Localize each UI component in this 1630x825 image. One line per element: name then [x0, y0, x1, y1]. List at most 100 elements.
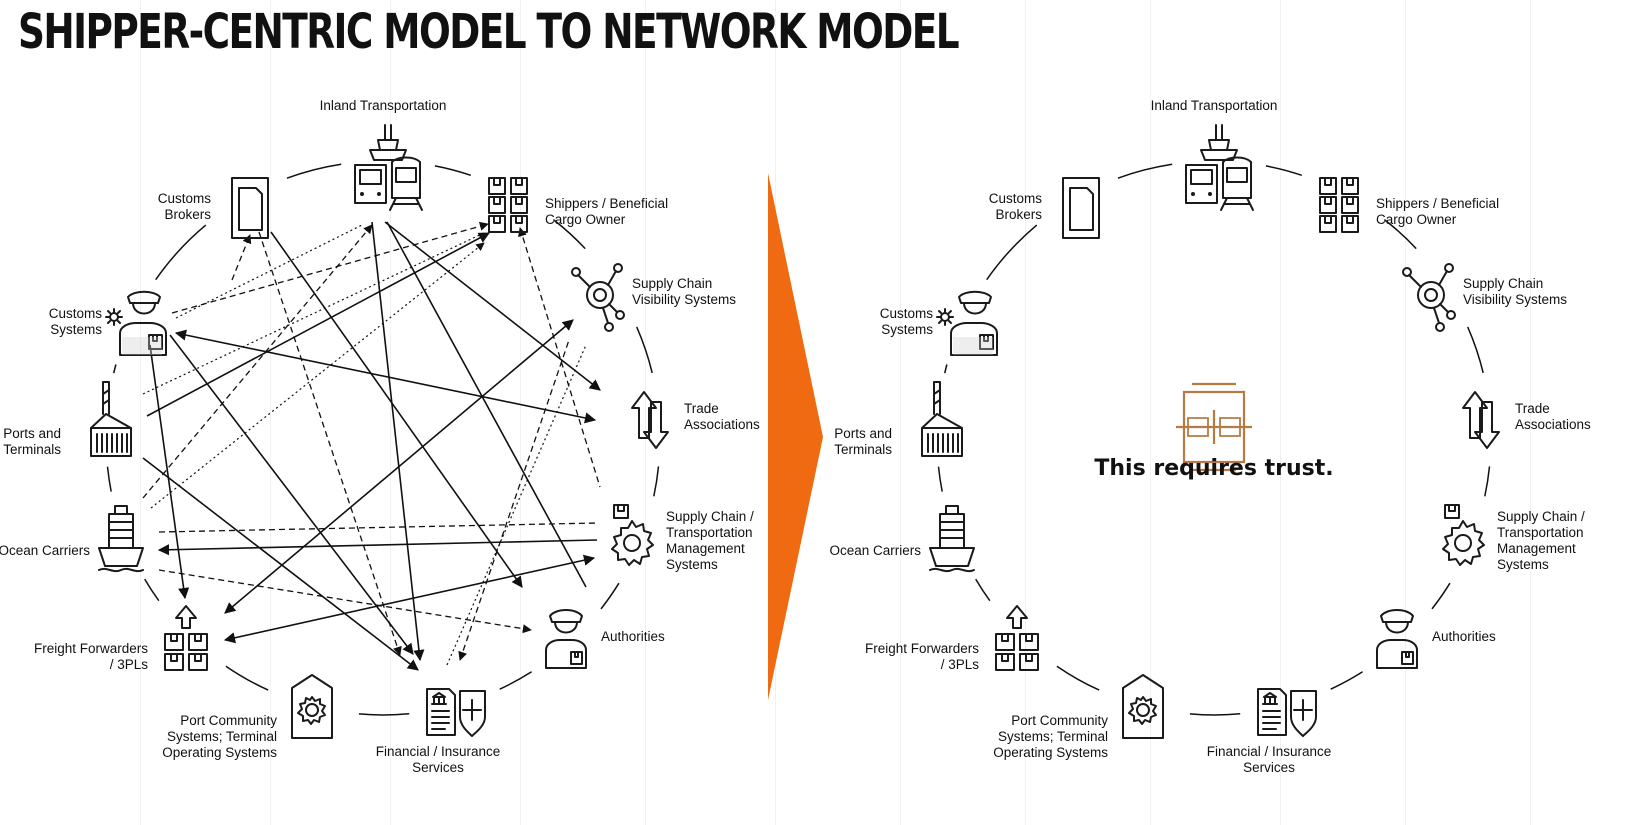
node-label: Ocean Carriers — [0, 543, 90, 558]
document-shield-icon — [426, 688, 486, 737]
up-down-arrows-icon — [1462, 391, 1500, 449]
customs-officer-gear-icon — [105, 290, 167, 356]
ring-arc-left — [286, 163, 342, 179]
ring-arc-right — [975, 578, 991, 602]
network-grid-icon-inner — [1187, 417, 1241, 437]
boxes-icon — [488, 177, 528, 233]
ring-arc-left — [552, 219, 586, 250]
node-authorities-left: Authorities — [545, 609, 665, 669]
node-inland-left: Inland Transportation — [320, 98, 447, 211]
page-title: SHIPPER-CENTRIC MODEL TO NETWORK MODEL — [18, 4, 960, 60]
node-label: Freight Forwarders/ 3PLs — [34, 641, 148, 672]
boxes-arrow-icon — [164, 605, 208, 671]
gear-tag-icon — [291, 674, 333, 739]
ring-arc-left — [155, 224, 207, 281]
crane-container-icon — [921, 381, 963, 457]
officer-icon — [1376, 609, 1418, 669]
ring-arc-left — [653, 466, 660, 497]
ring-arc-left — [225, 665, 269, 691]
ring-arc-left — [600, 582, 620, 610]
trust-message: This requires trust. — [1094, 456, 1333, 481]
network-grid-icon — [1176, 382, 1252, 472]
ring-arc-left — [106, 466, 112, 492]
ring-arc-right — [943, 364, 948, 374]
document-icon — [231, 177, 269, 239]
ship-train-truck-icon — [354, 124, 423, 211]
ring-arc-left — [636, 326, 653, 374]
ring-arc-left — [434, 165, 472, 177]
ring-arc-right — [1467, 326, 1484, 374]
network-magnifier-icon — [1402, 263, 1456, 332]
officer-icon — [545, 609, 587, 669]
node-freight-left: Freight Forwarders/ 3PLs — [34, 605, 208, 672]
ring-arc-right — [986, 224, 1038, 281]
left-dashed-connections — [142, 221, 601, 661]
ring-arc-left — [499, 671, 533, 690]
left-connections — [142, 221, 601, 671]
node-label: Authorities — [601, 629, 665, 644]
node-label: Inland Transportation — [1151, 98, 1278, 113]
node-freight-right: Freight Forwarders/ 3PLs — [865, 605, 1039, 672]
transition-arrow — [768, 173, 823, 700]
ring-arc-right — [1056, 665, 1100, 691]
document-icon — [1062, 177, 1100, 239]
node-label: Freight Forwarders/ 3PLs — [865, 641, 979, 672]
container-ship-icon — [929, 505, 975, 573]
ring-arc-left — [144, 578, 160, 602]
ring-arc-right — [937, 466, 943, 492]
node-ocean-right: Ocean Carriers — [829, 505, 975, 573]
crane-container-icon — [90, 381, 132, 457]
node-authorities-right: Authorities — [1376, 609, 1496, 669]
ring-arc-right — [1383, 219, 1417, 250]
up-down-arrows-icon — [631, 391, 669, 449]
network-magnifier-icon — [571, 263, 625, 332]
ring-arc-right — [1431, 582, 1451, 610]
document-shield-icon — [1257, 688, 1317, 737]
boxes-arrow-icon — [995, 605, 1039, 671]
node-label: Ocean Carriers — [829, 543, 921, 558]
node-label: Inland Transportation — [320, 98, 447, 113]
gear-box-icon — [1442, 504, 1485, 566]
container-ship-icon — [98, 505, 144, 573]
ring-arc-right — [1484, 466, 1491, 497]
ship-train-truck-icon — [1185, 124, 1254, 211]
ring-arc-right — [1330, 671, 1364, 690]
node-label: Authorities — [1432, 629, 1496, 644]
ring-arc-right — [1189, 713, 1241, 716]
customs-officer-gear-icon — [936, 290, 998, 356]
node-ocean-left: Ocean Carriers — [0, 505, 144, 573]
gear-box-icon — [611, 504, 654, 566]
ring-arc-left — [112, 364, 117, 374]
